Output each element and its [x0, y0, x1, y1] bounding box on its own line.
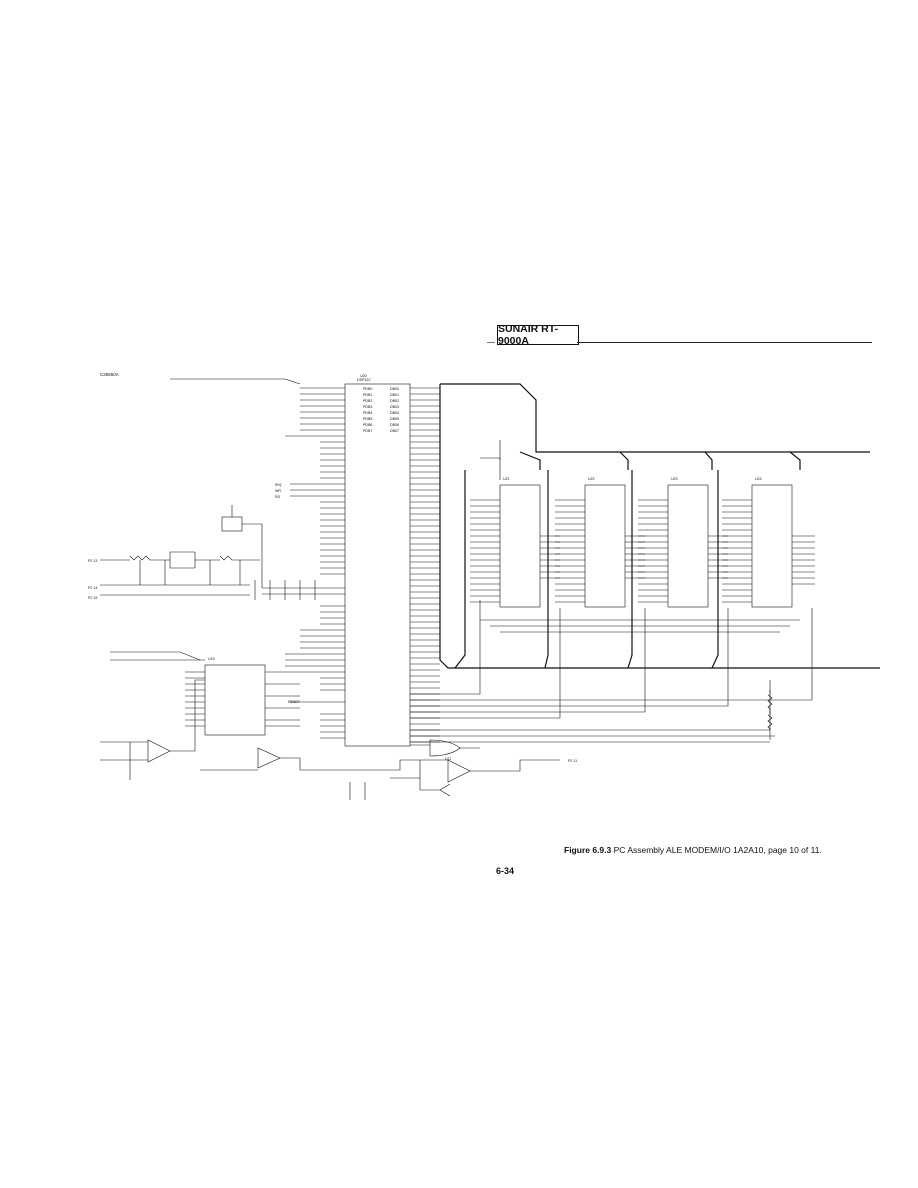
memory-control-lines: [410, 440, 813, 743]
figure-caption-text: PC Assembly ALE MODEM/I/O 1A2A10, page 1…: [613, 845, 822, 855]
svg-text:U21: U21: [503, 477, 510, 481]
opamp-left: [147, 739, 171, 763]
main-chip-part: DSP32C: [357, 378, 371, 382]
main-chip-right-pins: [410, 387, 440, 743]
svg-text:U15: U15: [208, 657, 215, 661]
connector-p2-15: P2 15: [88, 596, 97, 600]
main-dsp-chip: [344, 383, 411, 747]
figure-label: Figure 6.9.3: [564, 845, 612, 855]
svg-text:DB04: DB04: [390, 411, 399, 415]
irq-label: IRQ: [275, 483, 282, 487]
svg-text:PDB0: PDB0: [363, 387, 372, 391]
opamp-right: [447, 759, 471, 783]
svg-text:PDB3: PDB3: [363, 405, 372, 409]
opamp-middle: [257, 747, 281, 769]
header-rule-left: [487, 342, 495, 343]
wr-label: WR: [275, 489, 281, 493]
connector-p2-13: P2 13: [88, 559, 97, 563]
svg-text:DB01: DB01: [390, 393, 399, 397]
reset-label: RESET: [288, 700, 301, 704]
memory-chip-u22: [584, 484, 626, 608]
main-chip-left-pins: [262, 387, 345, 739]
svg-text:PDB5: PDB5: [363, 417, 372, 421]
svg-text:PDB6: PDB6: [363, 423, 372, 427]
svg-text:PDB1: PDB1: [363, 393, 372, 397]
svg-text:PDB4: PDB4: [363, 411, 372, 415]
svg-text:DB07: DB07: [390, 429, 399, 433]
svg-text:U24: U24: [755, 477, 762, 481]
figure-caption: Figure 6.9.3 PC Assembly ALE MODEM/I/O 1…: [564, 845, 822, 855]
svg-text:U23: U23: [671, 477, 678, 481]
sheet-reference: C28650A: [100, 372, 119, 377]
svg-text:DB03: DB03: [390, 405, 399, 409]
svg-text:U22: U22: [588, 477, 595, 481]
svg-text:DB05: DB05: [390, 417, 399, 421]
header-rule: [577, 342, 872, 343]
connector-p2-14: P2 14: [88, 586, 97, 590]
svg-text:DB06: DB06: [390, 423, 399, 427]
page-number: 6-34: [496, 866, 515, 876]
and-gate: [429, 739, 461, 757]
svg-text:PDB2: PDB2: [363, 399, 372, 403]
codec-chip-u15: [204, 664, 266, 736]
rd-label: RD: [275, 495, 281, 499]
svg-text:DB02: DB02: [390, 399, 399, 403]
pullup-resistors: [767, 680, 773, 740]
crystal-oscillator: [221, 516, 243, 532]
svg-text:U11: U11: [445, 757, 451, 761]
connector-p2-11: P2 11: [568, 759, 577, 763]
memory-chip-u23: [667, 484, 709, 608]
memory-chip-u24: [751, 484, 793, 608]
main-chip-ref: U20: [360, 374, 367, 378]
memory-chip-u21: [499, 484, 541, 608]
memory-chip-pins: [470, 499, 815, 603]
data-bus: [439, 383, 880, 669]
svg-text:DB00: DB00: [390, 387, 399, 391]
svg-text:PDB7: PDB7: [363, 429, 372, 433]
document-title: SUNAIR RT-9000A: [497, 323, 579, 347]
